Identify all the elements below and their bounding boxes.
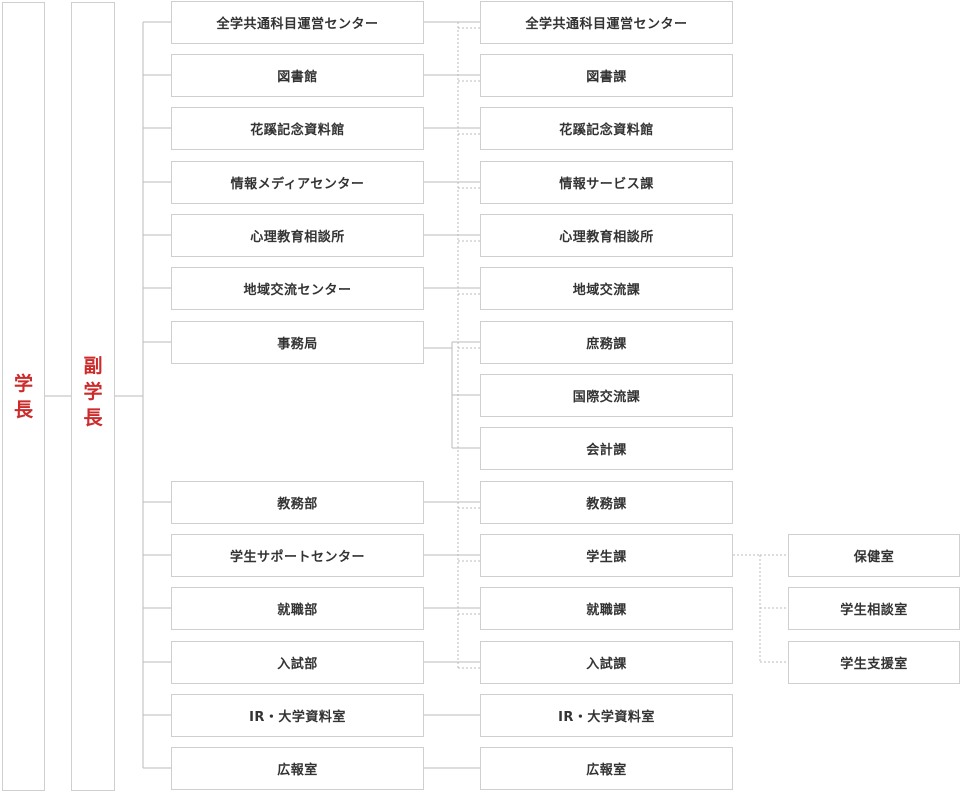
division-box: 教務課 xyxy=(480,481,733,524)
division-box: 庶務課 xyxy=(480,321,733,364)
division-box: 学生課 xyxy=(480,534,733,577)
division-box: 会計課 xyxy=(480,427,733,470)
room-box: 保健室 xyxy=(788,534,960,577)
unit-box: 全学共通科目運営センター xyxy=(171,1,424,44)
division-box: 花蹊記念資料館 xyxy=(480,107,733,150)
division-box: 情報サービス課 xyxy=(480,161,733,204)
unit-box: 広報室 xyxy=(171,747,424,790)
division-box: 地域交流課 xyxy=(480,267,733,310)
division-box: 心理教育相談所 xyxy=(480,214,733,257)
vice-president-box: 副 学 長 xyxy=(71,2,115,791)
division-box: 就職課 xyxy=(480,587,733,630)
president-box: 学 長 xyxy=(2,2,45,791)
division-box: 図書課 xyxy=(480,54,733,97)
vice-president-char: 副 xyxy=(83,355,103,377)
unit-box: 図書館 xyxy=(171,54,424,97)
vice-president-char: 学 xyxy=(83,381,103,403)
president-char: 学 xyxy=(13,373,33,395)
unit-box: 入試部 xyxy=(171,641,424,684)
unit-box: 就職部 xyxy=(171,587,424,630)
unit-box: 教務部 xyxy=(171,481,424,524)
division-box: 国際交流課 xyxy=(480,374,733,417)
room-box: 学生支援室 xyxy=(788,641,960,684)
division-box: 全学共通科目運営センター xyxy=(480,1,733,44)
room-box: 学生相談室 xyxy=(788,587,960,630)
division-box: 広報室 xyxy=(480,747,733,790)
president-char: 長 xyxy=(13,399,33,421)
unit-box: 学生サポートセンター xyxy=(171,534,424,577)
unit-box: 心理教育相談所 xyxy=(171,214,424,257)
vice-president-char: 長 xyxy=(83,407,103,429)
unit-box: 事務局 xyxy=(171,321,424,364)
division-box: 入試課 xyxy=(480,641,733,684)
division-box: IR・大学資料室 xyxy=(480,694,733,737)
unit-box: 地域交流センター xyxy=(171,267,424,310)
unit-box: IR・大学資料室 xyxy=(171,694,424,737)
unit-box: 情報メディアセンター xyxy=(171,161,424,204)
unit-box: 花蹊記念資料館 xyxy=(171,107,424,150)
